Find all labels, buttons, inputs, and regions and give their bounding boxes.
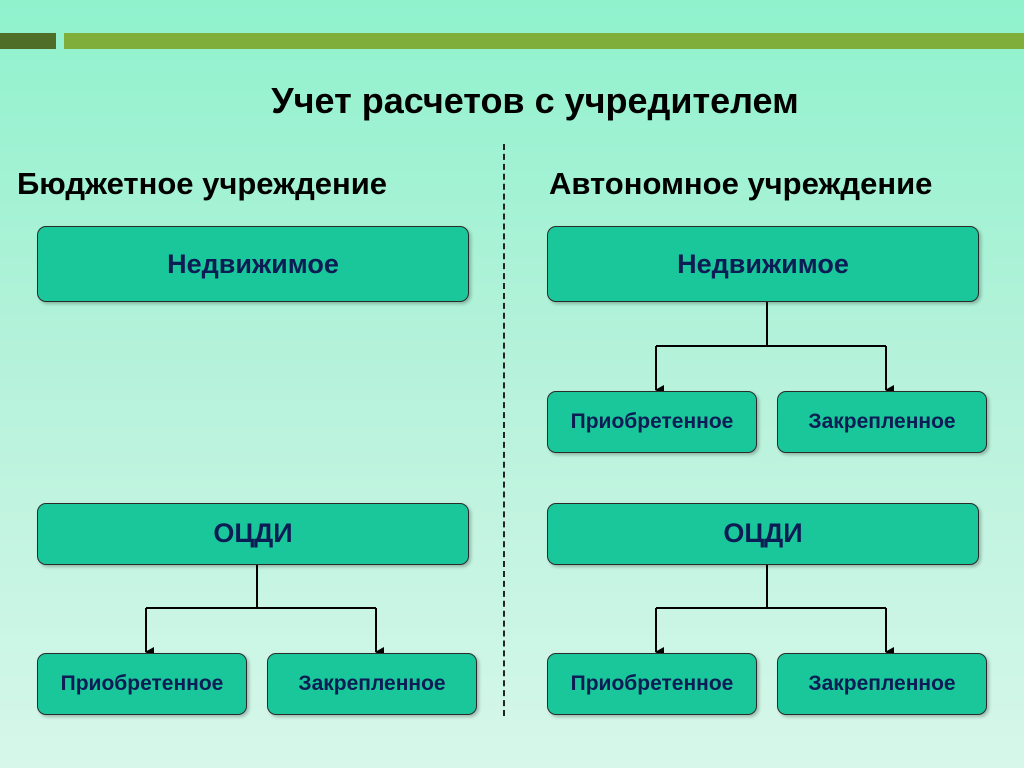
top-bar-dark [0,33,56,49]
right-ocdi-acquired-box: Приобретенное [547,653,757,715]
right-ocdi-assigned-label: Закрепленное [808,672,956,695]
left-ocdi-box: ОЦДИ [37,503,469,565]
right-ocdi-acquired-label: Приобретенное [570,672,734,695]
right-column-heading: Автономное учреждение [549,166,933,201]
left-ocdi-acquired-label: Приобретенное [60,672,224,695]
left-ocdi-label: ОЦДИ [213,518,293,548]
right-nedvizhimoe-box: Недвижимое [547,226,979,302]
right-nedv-acquired-label: Приобретенное [570,410,734,433]
right-ocdi-assigned-box: Закрепленное [777,653,987,715]
column-divider [503,144,505,716]
right-nedv-assigned-label: Закрепленное [808,410,956,433]
left-ocdi-assigned-label: Закрепленное [298,672,446,695]
left-mid-connector [145,563,384,657]
slide-title: Учет расчетов с учредителем [271,80,799,121]
left-ocdi-assigned-box: Закрепленное [267,653,477,715]
left-nedvizhimoe-label: Недвижимое [167,249,339,279]
right-ocdi-label: ОЦДИ [723,518,803,548]
left-nedvizhimoe-box: Недвижимое [37,226,469,302]
right-mid-connector [655,563,894,657]
right-top-connector [655,302,894,395]
left-ocdi-acquired-box: Приобретенное [37,653,247,715]
right-nedvizhimoe-label: Недвижимое [677,249,849,279]
right-nedv-acquired-box: Приобретенное [547,391,757,453]
right-nedv-assigned-box: Закрепленное [777,391,987,453]
left-column-heading: Бюджетное учреждение [17,166,388,201]
top-bar-light [64,33,1024,49]
right-ocdi-box: ОЦДИ [547,503,979,565]
